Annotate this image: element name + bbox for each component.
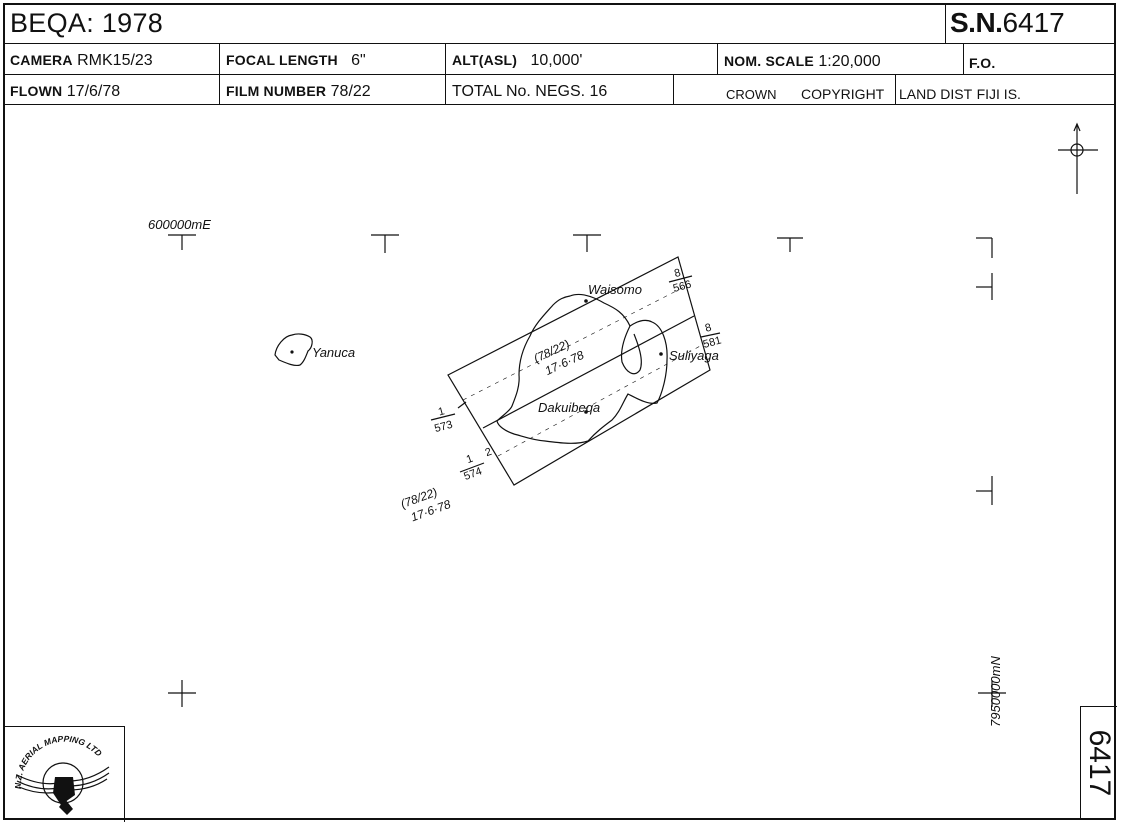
- film-number-cell: FILM NUMBER 78/22: [226, 84, 371, 100]
- frame-bar-bottom: [459, 462, 485, 473]
- flown-value: 17/6/78: [66, 83, 121, 100]
- svg-text:581: 581: [702, 335, 723, 351]
- map-sheet: [3, 3, 1116, 820]
- beqa-lagoon-inlet: [620, 325, 642, 375]
- land-district-label: LAND DIST: [899, 86, 973, 102]
- altitude-label: ALT(ASL): [452, 52, 518, 68]
- svg-text:574: 574: [462, 465, 483, 483]
- header-divider-a: [219, 43, 220, 104]
- grid-tick-5: [976, 237, 993, 258]
- svg-text:1: 1: [437, 405, 446, 418]
- waisomo-dot: [584, 299, 588, 303]
- grid-cross: [168, 680, 196, 707]
- leader-left: [457, 401, 467, 409]
- camera-cell: CAMERA RMK15/23: [10, 53, 153, 69]
- outer-film-date-label: (78/22) 17·6·78: [399, 485, 453, 524]
- sheet-tab-number: 6417: [1083, 729, 1116, 796]
- dakuibeqa-dot: [584, 410, 588, 414]
- header-divider-b: [445, 43, 446, 104]
- camera-label: CAMERA: [10, 52, 73, 68]
- scale-label: NOM. SCALE: [724, 53, 814, 69]
- sheet-number-tab: 6417: [1080, 706, 1117, 818]
- altitude-cell: ALT(ASL) 10,000': [452, 53, 582, 69]
- crown-label: CROWN: [726, 87, 777, 102]
- run-label-mid: 8 581: [702, 322, 723, 351]
- header-divider-sn: [945, 3, 946, 43]
- grid-tick-6: [976, 273, 993, 300]
- grid-tick-2: [371, 234, 399, 253]
- place-yanuca: Yanuca: [312, 345, 355, 360]
- header-divider-e: [673, 74, 674, 104]
- aerial-mapping-logo: N.Z. AERIAL MAPPING LTD: [13, 734, 110, 815]
- run-label-top: 8 566: [672, 267, 693, 295]
- focal-length-value: 6": [351, 52, 366, 69]
- svg-text:2: 2: [484, 446, 494, 459]
- sn-label: S.N.: [950, 7, 1003, 38]
- scale-value: 1:20,000: [818, 53, 881, 70]
- altitude-value: 10,000': [530, 52, 583, 69]
- run-label-left: 1 573: [433, 405, 454, 435]
- land-district-value: FIJI IS.: [976, 86, 1021, 102]
- suliyaga-dot: [659, 352, 663, 356]
- svg-text:573: 573: [433, 419, 454, 435]
- easting-label: 600000mE: [148, 217, 211, 232]
- beqa-island: [496, 293, 668, 444]
- frame-bar-top: [668, 275, 693, 283]
- header-rule-3: [3, 104, 1116, 105]
- frame-bar-mid: [700, 332, 721, 338]
- strip-divider: [482, 315, 695, 429]
- negs-cell: TOTAL No. NEGS. 16: [452, 84, 607, 100]
- flown-cell: FLOWN 17/6/78: [10, 84, 120, 100]
- sn-number: 6417: [1002, 7, 1065, 38]
- negs-value: 16: [589, 83, 608, 100]
- yanuca-dot: [290, 350, 294, 354]
- grid-tick-3: [573, 234, 601, 252]
- logo-box: N.Z. AERIAL MAPPING LTD: [3, 726, 125, 822]
- flown-label: FLOWN: [10, 83, 63, 99]
- strip-centre-line-1: [462, 285, 687, 401]
- strip-centre-line-2: [497, 344, 703, 457]
- film-number-value: 78/22: [330, 83, 371, 100]
- camera-value: RMK15/23: [77, 52, 153, 69]
- svg-text:1: 1: [465, 453, 475, 466]
- scale-cell: NOM. SCALE 1:20,000: [724, 54, 881, 70]
- film-number-label: FILM NUMBER: [226, 83, 327, 99]
- grid-tick-7: [976, 476, 993, 505]
- yanuca-island: [274, 333, 313, 367]
- focal-length-cell: FOCAL LENGTH 6": [226, 53, 366, 69]
- coverage-block: [447, 256, 711, 486]
- north-arrow-icon: [1058, 122, 1098, 194]
- place-dakuibeqa: Dakuibeqa: [538, 400, 600, 415]
- grid-tick-8: [978, 680, 1006, 707]
- svg-text:8: 8: [704, 322, 713, 335]
- svg-text:566: 566: [672, 279, 693, 295]
- copyright-label: COPYRIGHT: [801, 86, 885, 102]
- fo-label: F.O.: [969, 55, 996, 71]
- negs-label: TOTAL No. NEGS.: [452, 83, 586, 100]
- grid-tick-1: [168, 234, 196, 250]
- header-rule-2: [3, 74, 1116, 75]
- header-divider-c: [717, 43, 718, 74]
- header-divider-f: [895, 74, 896, 104]
- land-district-cell: LAND DIST FIJI IS.: [899, 87, 1021, 103]
- svg-text:8: 8: [673, 267, 682, 280]
- place-waisomo: Waisomo: [588, 282, 642, 297]
- frame-bar-left: [430, 413, 456, 421]
- place-suliyaga: Suliyaga: [669, 348, 719, 363]
- focal-length-label: FOCAL LENGTH: [226, 52, 338, 68]
- northing-label: 7950000mN: [988, 656, 1003, 727]
- run-label-bottom: 1 574 2: [462, 446, 494, 483]
- map-title: BEQA: 1978: [10, 8, 164, 38]
- header-rule-1: [3, 43, 1116, 44]
- block-film-date-label: (78/22) 17·6·78: [531, 337, 586, 378]
- header-divider-d: [963, 43, 964, 74]
- grid-tick-4: [777, 237, 803, 252]
- sheet-number-block: S.N.6417: [950, 9, 1065, 37]
